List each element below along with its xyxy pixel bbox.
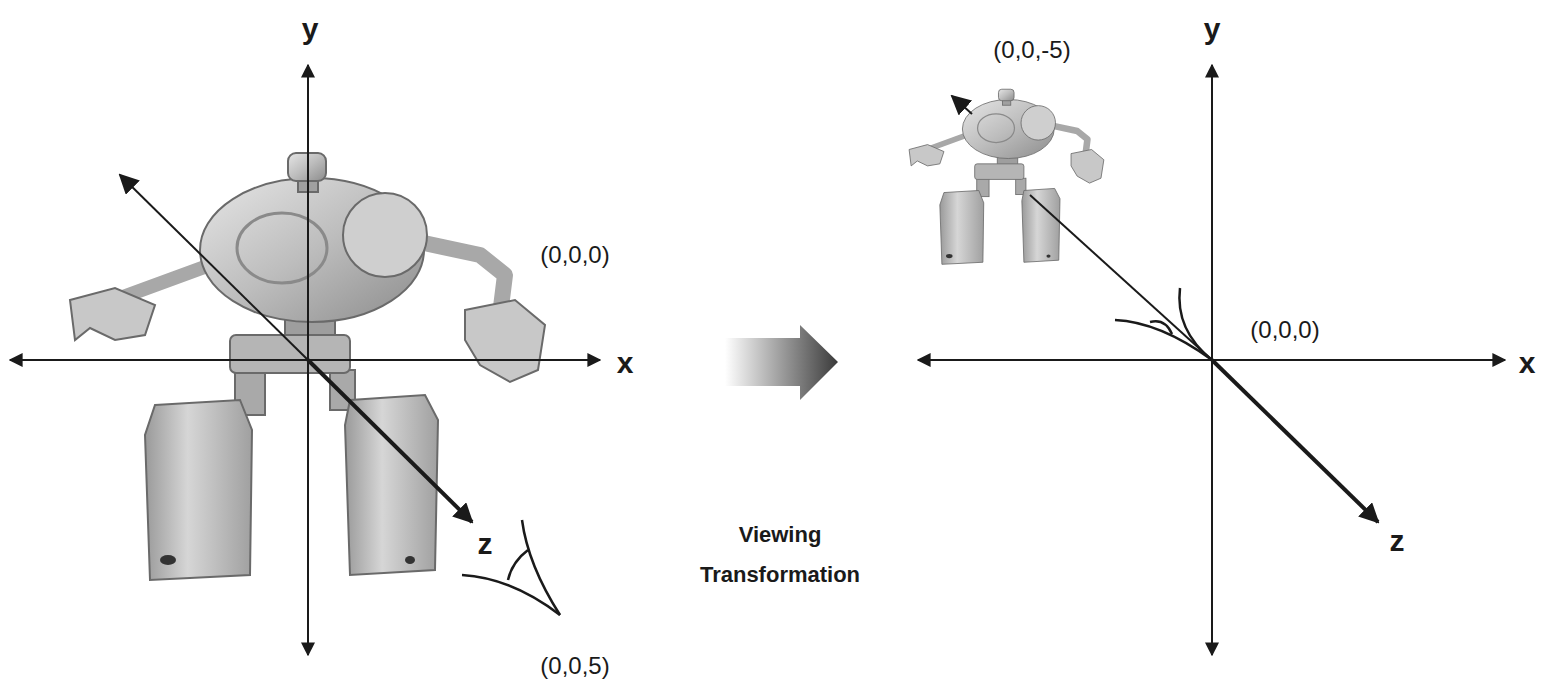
transform-caption: Viewing Transformation (680, 515, 880, 594)
y-axis (1211, 360, 1213, 655)
eye-line (1115, 320, 1212, 360)
y-axis (1211, 65, 1213, 360)
robot-figure (909, 89, 1104, 264)
eye-line (462, 575, 560, 615)
eye-line (1150, 321, 1172, 334)
x-axis (10, 359, 308, 361)
axis-name: z (478, 527, 493, 560)
axis-name: y (1204, 12, 1221, 45)
coordinate-label: (0,0,5) (540, 653, 609, 679)
coordinate-label: (0,0,-5) (993, 37, 1070, 63)
x-axis (308, 359, 600, 361)
y-axis (307, 360, 309, 655)
z-axis (1212, 360, 1378, 522)
axis-name: y (302, 12, 319, 45)
z-axis (1030, 195, 1212, 360)
eye-line (508, 550, 528, 580)
eye-symbol (1115, 288, 1212, 360)
axis-name: x (1519, 346, 1536, 379)
x-axis (918, 359, 1212, 361)
x-axis (1212, 359, 1505, 361)
z-axis-head (952, 96, 972, 114)
z-axis (308, 360, 472, 522)
eye-symbol (462, 520, 560, 615)
transform-arrow (725, 325, 838, 400)
axis-name: z (1390, 524, 1405, 557)
axis-name: x (617, 346, 634, 379)
coordinate-label: (0,0,0) (540, 242, 609, 268)
coordinate-label: (0,0,0) (1250, 317, 1319, 343)
z-axis (120, 175, 308, 360)
